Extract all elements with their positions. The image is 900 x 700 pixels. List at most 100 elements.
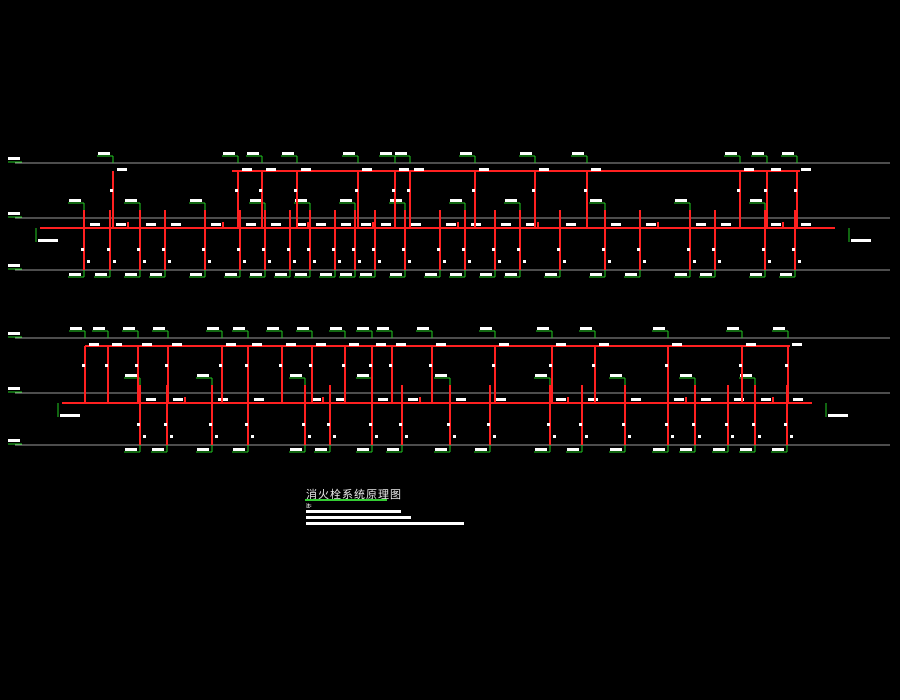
pipe-size-tag [381, 223, 391, 226]
pipe-size-tag [146, 223, 156, 226]
hydrant-tag [671, 435, 674, 438]
pipe-size-tag [336, 398, 346, 401]
hydrant-tag [762, 248, 765, 251]
riser-label [480, 273, 492, 276]
level-label [8, 332, 20, 335]
pipe-size-tag [246, 223, 256, 226]
pipe-size-tag [721, 223, 731, 226]
hydrant-tag [718, 260, 721, 263]
riser-label [780, 273, 792, 276]
hydrant-tag [692, 423, 695, 426]
hydrant-tag [82, 364, 85, 367]
riser-label [153, 327, 165, 330]
pipe-size-tag [341, 223, 351, 226]
hydrant-tag [443, 260, 446, 263]
end-label [851, 239, 871, 242]
hydrant-tag [352, 248, 355, 251]
riser-label [505, 273, 517, 276]
hydrant-tag [135, 364, 138, 367]
hydrant-tag [294, 189, 297, 192]
riser-label [70, 327, 82, 330]
hydrant-tag [768, 260, 771, 263]
hydrant-tag [785, 364, 788, 367]
pipe-size-tag [566, 223, 576, 226]
hydrant-tag [532, 189, 535, 192]
hydrant-tag [245, 364, 248, 367]
riser-label [340, 273, 352, 276]
pipe-size-tag [446, 223, 456, 226]
hydrant-tag [622, 423, 625, 426]
hydrant-tag [739, 364, 742, 367]
hydrant-tag [693, 260, 696, 263]
hydrant-tag [235, 189, 238, 192]
hydrant-tag [251, 435, 254, 438]
riser-label [475, 448, 487, 451]
pipe-size-tag [286, 343, 296, 346]
hydrant-tag [737, 189, 740, 192]
hydrant-tag [369, 423, 372, 426]
riser-label [700, 273, 712, 276]
hydrant-tag [523, 260, 526, 263]
riser-label [197, 374, 209, 377]
riser-label [653, 448, 665, 451]
hydrant-tag [399, 423, 402, 426]
hydrant-tag [764, 189, 767, 192]
riser-label [435, 374, 447, 377]
hydrant-tag [369, 364, 372, 367]
hydrant-tag [308, 435, 311, 438]
riser-label [197, 448, 209, 451]
pipe-size-tag [801, 223, 811, 226]
pipe-size-tag [801, 168, 811, 171]
pipe-size-tag [646, 223, 656, 226]
hydrant-tag [462, 248, 465, 251]
pipe-size-tag [271, 223, 281, 226]
pipe-size-tag [362, 168, 372, 171]
pipe-size-tag [501, 223, 511, 226]
riser-label [225, 273, 237, 276]
pipe-size-tag [349, 343, 359, 346]
pipe-size-tag [376, 343, 386, 346]
hydrant-tag [105, 364, 108, 367]
hydrant-tag [332, 248, 335, 251]
hydrant-tag [355, 189, 358, 192]
riser-label [680, 374, 692, 377]
pipe-size-tag [242, 168, 252, 171]
hydrant-tag [162, 248, 165, 251]
pipe-size-tag [399, 168, 409, 171]
pipe-size-tag [526, 223, 536, 226]
riser-label [380, 152, 392, 155]
pipe-size-tag [539, 168, 549, 171]
riser-label [190, 273, 202, 276]
pipe-size-tag [296, 223, 306, 226]
hydrant-tag [492, 364, 495, 367]
pipe-size-tag [146, 398, 156, 401]
level-label [8, 264, 20, 267]
hydrant-tag [287, 248, 290, 251]
hydrant-tag [405, 435, 408, 438]
hydrant-tag [429, 364, 432, 367]
pipe-size-tag [556, 398, 566, 401]
hydrant-tag [208, 260, 211, 263]
hydrant-tag [243, 260, 246, 263]
hydrant-tag [498, 260, 501, 263]
riser-label [207, 327, 219, 330]
pipe-size-tag [701, 398, 711, 401]
note-line-2 [306, 515, 464, 521]
riser-label [610, 448, 622, 451]
pipe-size-tag [591, 168, 601, 171]
riser-label [250, 199, 262, 202]
hydrant-tag [468, 260, 471, 263]
pipe-size-tag [90, 223, 100, 226]
riser-label [152, 448, 164, 451]
riser-label [545, 273, 557, 276]
hydrant-tag [358, 260, 361, 263]
level-label [8, 212, 20, 215]
riser-label [537, 327, 549, 330]
hydrant-tag [407, 189, 410, 192]
hydrant-tag [798, 260, 801, 263]
hydrant-tag [87, 260, 90, 263]
hydrant-tag [453, 435, 456, 438]
hydrant-tag [758, 435, 761, 438]
riser-label [297, 327, 309, 330]
riser-label [572, 152, 584, 155]
